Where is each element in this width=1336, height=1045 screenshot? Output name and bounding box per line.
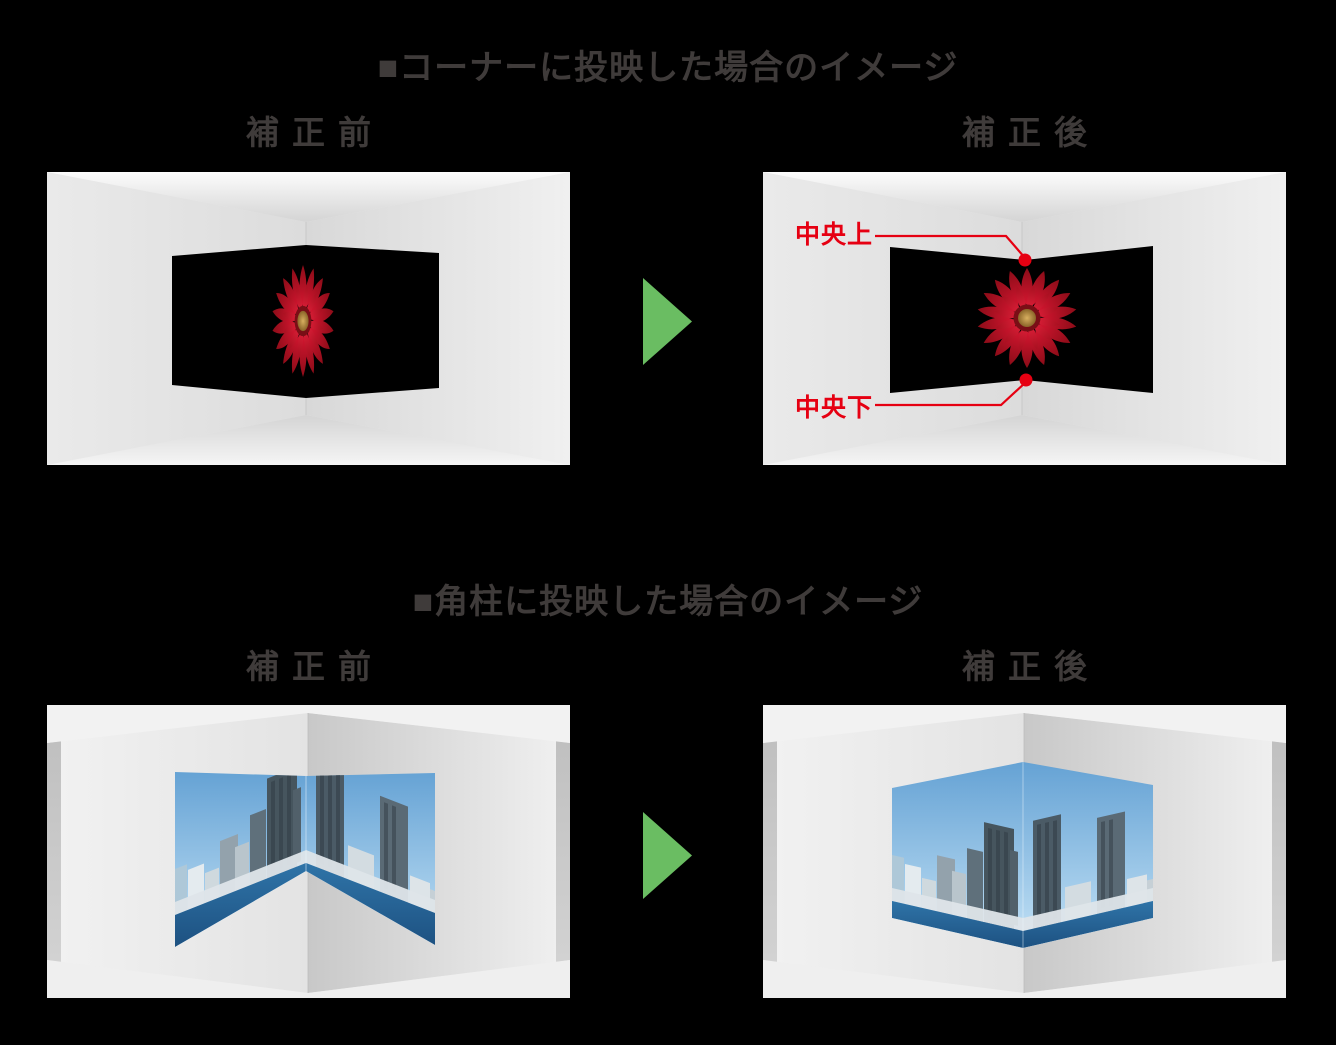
corner-after-panel: 中央上 中央下 — [763, 172, 1286, 465]
pillar-after-panel — [763, 705, 1286, 998]
callout-dot-center-bottom — [1019, 373, 1033, 387]
corner-before-label: 補正前 — [246, 114, 384, 151]
corner-after-label: 補正後 — [962, 114, 1100, 151]
corner-before-panel — [47, 172, 570, 465]
callout-line-top — [875, 234, 1026, 259]
city-image-corrected — [892, 762, 1153, 948]
pillar-section-title: ■角柱に投映した場合のイメージ — [412, 583, 924, 621]
pillar-before-panel — [47, 705, 570, 998]
arrow-right-icon — [643, 812, 692, 899]
pillar-after-label: 補正後 — [962, 648, 1100, 685]
callout-dot-center-top — [1018, 253, 1032, 267]
corner-section-title: ■コーナーに投映した場合のイメージ — [377, 49, 959, 87]
callout-center-top-label: 中央上 — [795, 221, 874, 249]
water — [892, 901, 1153, 948]
pillar-before-label: 補正前 — [246, 648, 384, 685]
callout-center-bottom-label: 中央下 — [795, 394, 874, 422]
callout-line-bottom — [875, 381, 1027, 407]
arrow-right-icon — [643, 278, 692, 365]
water — [175, 863, 435, 947]
city-image-distorted — [175, 772, 435, 947]
